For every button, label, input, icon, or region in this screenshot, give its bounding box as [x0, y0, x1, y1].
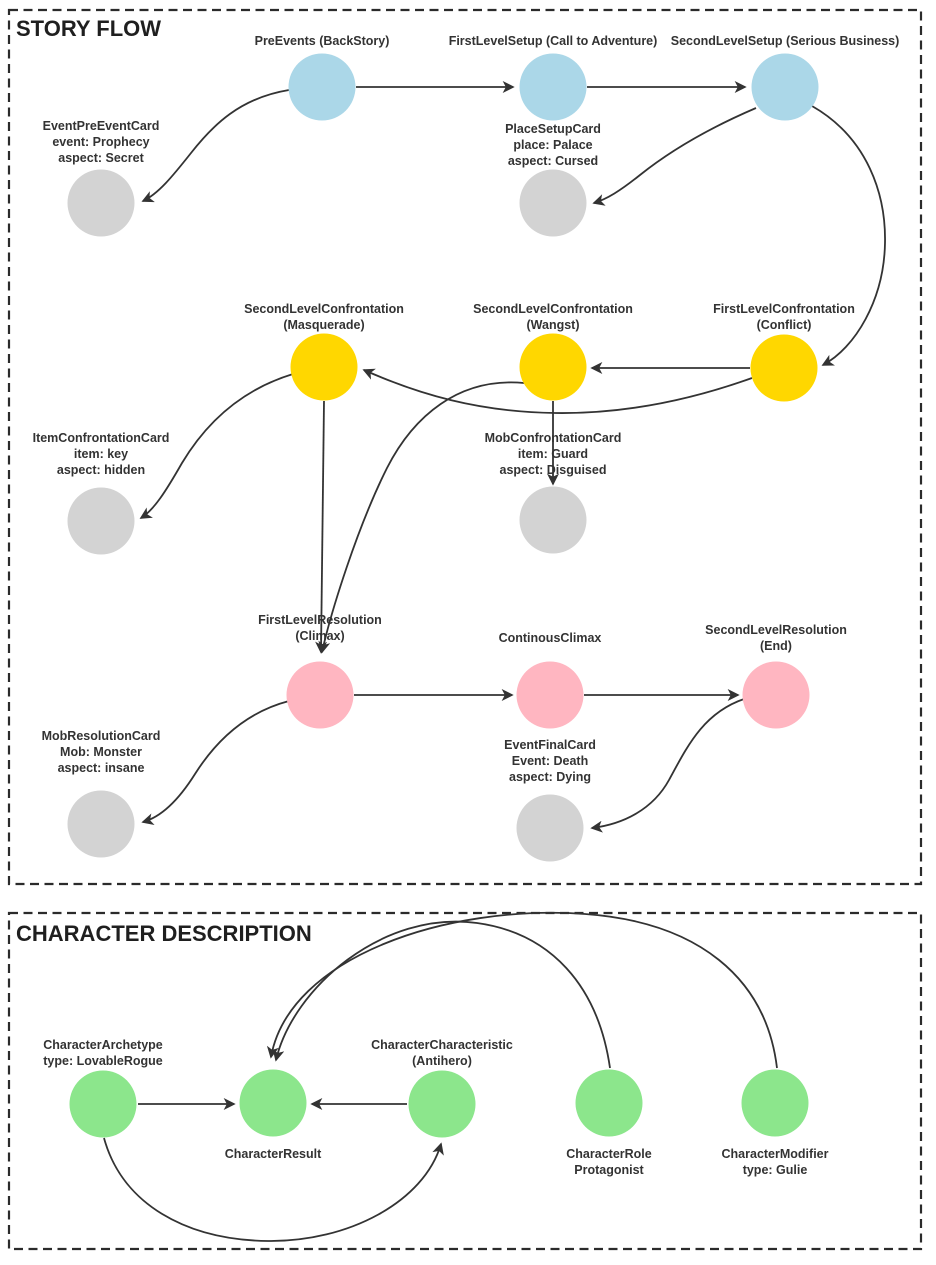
node-character-archetype — [69, 1070, 137, 1138]
node-first-level-setup — [519, 53, 587, 121]
node-character-result — [239, 1069, 307, 1137]
label-confrontation-masquerade: SecondLevelConfrontation(Masquerade) — [244, 302, 404, 332]
edge-secondlevelresolution-to-eventfinalcard — [590, 698, 745, 833]
node-second-level-setup — [751, 53, 819, 121]
story-flow-border — [7, 8, 923, 886]
edge-characterarchetype-to-charactercharacteristic — [103, 1137, 444, 1242]
label-second-level-setup: SecondLevelSetup (Serious Business) — [670, 34, 900, 48]
node-second-level-resolution — [742, 661, 810, 729]
label-first-level-confrontation: FirstLevelConfrontation(Conflict) — [713, 302, 855, 332]
edge-characterrole-to-characterresult — [272, 920, 611, 1069]
edge-charactermodifier-to-characterresult — [266, 911, 778, 1069]
edge-masquerade-to-itemconfrontationcard — [139, 373, 294, 519]
node-confrontation-wangst — [519, 333, 587, 401]
edge-masquerade-to-firstlevelresolution — [315, 400, 328, 654]
node-mob-confrontation-card — [519, 486, 587, 554]
edge-preevents-to-eventpreeventcard — [141, 89, 290, 203]
node-character-role — [575, 1069, 643, 1137]
label-character-result: CharacterResult — [224, 1147, 322, 1161]
character-description-border — [7, 911, 923, 1251]
node-continous-climax — [516, 661, 584, 729]
edge-wangst-to-firstlevelresolution — [318, 381, 525, 654]
node-first-level-resolution — [286, 661, 354, 729]
label-second-level-resolution: SecondLevelResolution(End) — [705, 623, 847, 653]
node-pre-events — [288, 53, 356, 121]
node-event-final-card — [516, 794, 584, 862]
label-first-level-setup: FirstLevelSetup (Call to Adventure) — [448, 34, 658, 48]
label-character-characteristic: CharacterCharacteristic(Antihero) — [371, 1038, 513, 1068]
label-first-level-resolution: FirstLevelResolution(Climax) — [258, 613, 382, 643]
node-character-modifier — [741, 1069, 809, 1137]
label-pre-events: PreEvents (BackStory) — [254, 34, 390, 48]
node-mob-resolution-card — [67, 790, 135, 858]
node-event-pre-event-card — [67, 169, 135, 237]
edge-firstlevelresolution-to-mobresolutioncard — [141, 700, 290, 826]
node-confrontation-masquerade — [290, 333, 358, 401]
node-character-characteristic — [408, 1070, 476, 1138]
node-first-level-confrontation — [750, 334, 818, 402]
story-flow-title: STORY FLOW — [16, 16, 162, 41]
edge-firstlevelconfrontation-to-masquerade — [362, 368, 753, 414]
edge-secondlevelsetup-to-firstlevelconfrontation — [811, 105, 886, 366]
character-description-title: CHARACTER DESCRIPTION — [16, 921, 312, 946]
node-place-setup-card — [519, 169, 587, 237]
label-continous-climax: ContinousClimax — [498, 631, 602, 645]
edge-secondlevelsetup-to-placesetupcard — [592, 107, 757, 206]
label-confrontation-wangst: SecondLevelConfrontation(Wangst) — [473, 302, 633, 332]
node-item-confrontation-card — [67, 487, 135, 555]
